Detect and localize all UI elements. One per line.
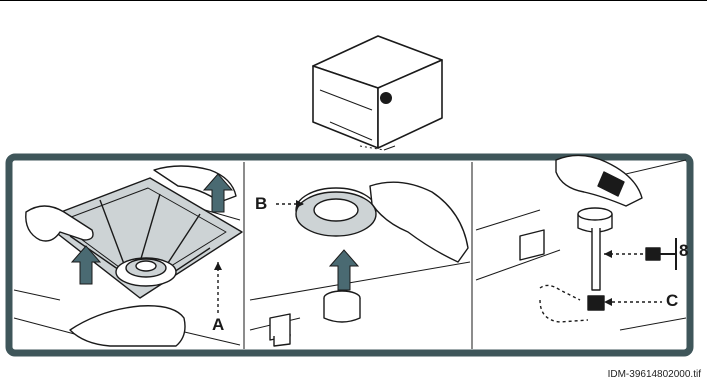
callout-label-b: B bbox=[255, 195, 267, 212]
box-icon bbox=[313, 36, 442, 150]
callout-label-8: 8 bbox=[679, 242, 688, 259]
panel-2-burner-cap bbox=[250, 182, 470, 346]
panel-1-grate bbox=[14, 166, 242, 346]
callout-label-c: C bbox=[666, 292, 678, 309]
box-dot-icon bbox=[380, 92, 392, 104]
figure-id-caption: IDM-39614802000.tif bbox=[608, 369, 701, 380]
panel-3-injector bbox=[476, 155, 686, 330]
callout-label-a: A bbox=[212, 316, 224, 333]
lift-arrow-icon bbox=[330, 250, 358, 290]
